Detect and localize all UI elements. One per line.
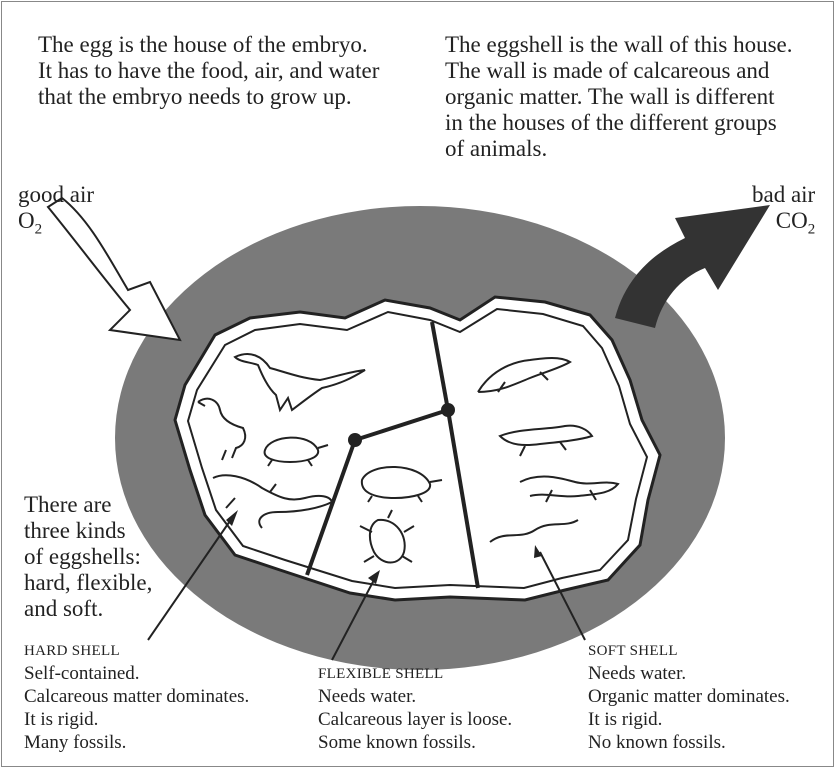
hard-shell-line: Calcareous matter dominates. xyxy=(24,685,249,708)
soft-shell-line: Organic matter dominates. xyxy=(588,685,790,708)
hard-shell-line: Self-contained. xyxy=(24,662,249,685)
good-air-label: good air O2 xyxy=(18,182,94,243)
kinds-line: hard, flexible, xyxy=(24,570,152,596)
intro-right-line: The eggshell is the wall of this house. xyxy=(445,32,793,58)
intro-right-line: The wall is made of calcareous and xyxy=(445,58,793,84)
flexible-shell-line: Some known fossils. xyxy=(318,731,512,754)
intro-left-line: that the embryo needs to grow up. xyxy=(38,84,379,110)
junction-dot xyxy=(441,403,455,417)
flexible-shell-line: Needs water. xyxy=(318,685,512,708)
co2-formula: CO2 xyxy=(752,208,815,243)
kinds-line: and soft. xyxy=(24,596,152,622)
intro-right-line: organic matter. The wall is different xyxy=(445,84,793,110)
co2-subscript: 2 xyxy=(808,222,816,238)
soft-shell-line: No known fossils. xyxy=(588,731,790,754)
hard-shell-line: Many fossils. xyxy=(24,731,249,754)
oxygen-subscript: 2 xyxy=(35,222,43,238)
flexible-shell-title: FLEXIBLE SHELL xyxy=(318,664,512,685)
hard-shell-caption: HARD SHELL Self-contained. Calcareous ma… xyxy=(24,641,249,754)
intro-right-line: in the houses of the different groups xyxy=(445,110,793,136)
soft-shell-line: Needs water. xyxy=(588,662,790,685)
junction-dot xyxy=(348,433,362,447)
hard-shell-line: It is rigid. xyxy=(24,708,249,731)
intro-right: The eggshell is the wall of this house. … xyxy=(445,32,793,162)
hard-shell-title: HARD SHELL xyxy=(24,641,249,662)
soft-shell-caption: SOFT SHELL Needs water. Organic matter d… xyxy=(588,641,790,754)
kinds-line: three kinds xyxy=(24,518,152,544)
oxygen-formula: O2 xyxy=(18,208,94,243)
bad-air-arrow xyxy=(615,205,770,328)
flexible-shell-line: Calcareous layer is loose. xyxy=(318,708,512,731)
kinds-text: There are three kinds of eggshells: hard… xyxy=(24,492,152,622)
kinds-line: of eggshells: xyxy=(24,544,152,570)
flexible-shell-caption: FLEXIBLE SHELL Needs water. Calcareous l… xyxy=(318,664,512,754)
intro-left: The egg is the house of the embryo. It h… xyxy=(38,32,379,110)
oxygen-symbol: O xyxy=(18,208,35,233)
bad-air-text: bad air xyxy=(752,182,815,208)
soft-shell-line: It is rigid. xyxy=(588,708,790,731)
intro-left-line: The egg is the house of the embryo. xyxy=(38,32,379,58)
co2-symbol: CO xyxy=(776,208,808,233)
eggshell-inner-wall xyxy=(188,309,647,588)
bad-air-label: bad air CO2 xyxy=(752,182,815,243)
intro-left-line: It has to have the food, air, and water xyxy=(38,58,379,84)
soft-shell-title: SOFT SHELL xyxy=(588,641,790,662)
kinds-line: There are xyxy=(24,492,152,518)
intro-right-line: of animals. xyxy=(445,136,793,162)
good-air-text: good air xyxy=(18,182,94,208)
